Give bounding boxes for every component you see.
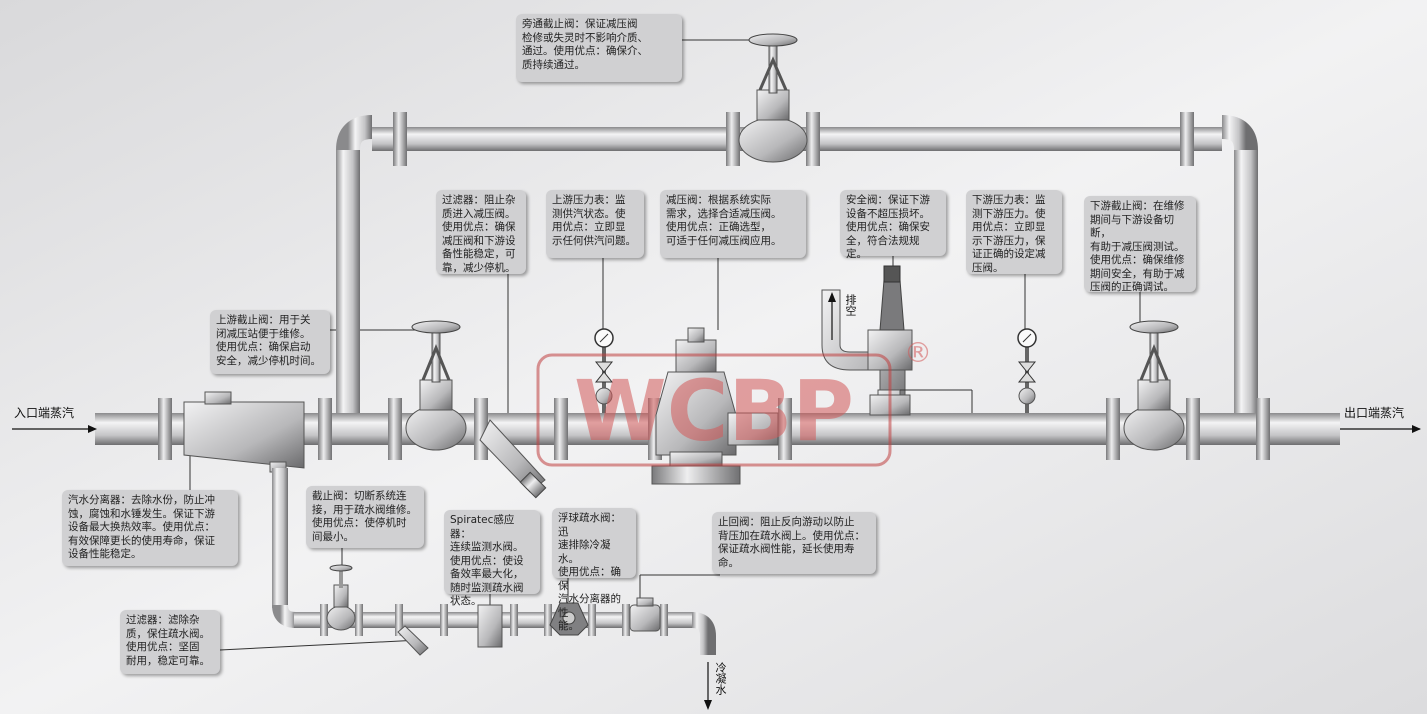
note-downstream-valve: 下游截止阀：在维修 期间与下游设备切断， 有助于减压阀测试。 使用优点：确保维修… (1084, 196, 1196, 293)
note-downstream-gauge: 下游压力表：监 测下游压力。使 用优点：立即显 示下游压力，保 证正确的设定减 … (966, 190, 1062, 274)
note-upstream-valve: 上游截止阀：用于关 闭减压站便于维修。 使用优点：确保启动 安全，减少停机时间。 (210, 310, 330, 374)
svg-text:WCBP: WCBP (574, 362, 854, 460)
note-float-trap: 浮球疏水阀：迅 速排除冷凝水。 使用优点：确保 汽水分离器的性 能。 (552, 508, 636, 632)
bypass-pipe (336, 112, 1258, 420)
upstream-globe-valve (405, 320, 467, 451)
y-strainer-main (479, 419, 547, 499)
upstream-pressure-gauge (594, 328, 614, 413)
drain-globe-valve (326, 564, 356, 631)
y-strainer-drain (397, 625, 429, 656)
note-strainer-drain: 过滤器：滤除杂 质，保住疏水阀。 使用优点：坚固 耐用，稳定可靠。 (120, 610, 220, 674)
note-prv: 减压阀：根据系统实际 需求，选择合适减压阀。 使用优点：正确选型， 可适于任何减… (660, 190, 806, 258)
note-drain-valve: 截止阀：切断系统连 接，用于疏水阀维修。 使用优点：使停机时 间最小。 (306, 486, 424, 548)
note-check-valve: 止回阀：阻止反向游动以防止 背压加在疏水阀上。使用优点： 保证疏水阀性能，延长使… (712, 512, 876, 574)
note-spiratec: Spiratec感应器： 连续监测水阀。 使用优点：使设 备效率最大化， 随时监… (444, 510, 540, 607)
float-trap (549, 602, 589, 636)
downstream-pressure-gauge (1017, 328, 1037, 413)
downstream-globe-valve (1123, 320, 1185, 451)
steam-separator (183, 391, 305, 473)
note-strainer-main: 过滤器：阻止杂 质进入减压阀。 使用优点：确保 减压阀和下游设 备性能稳定，可 … (436, 190, 526, 274)
note-bypass-valve: 旁通截止阀：保证减压阀 检修或失灵时不影响介质、 通过。使用优点：确保介、 质持… (516, 14, 682, 82)
wcbp-logo-watermark: WCBP ® (536, 336, 932, 467)
note-safety-valve: 安全阀：保证下游 设备不超压损坏。 使用优点：确保安 全，符合法规规定。 (840, 190, 946, 260)
outlet-steam-label: 出口端蒸汽 (1344, 406, 1405, 420)
bypass-globe-valve (726, 33, 820, 166)
inlet-steam-label: 入口端蒸汽 (14, 406, 75, 420)
note-upstream-gauge: 上游压力表：监 测供汽状态。使 用优点：立即显 示任何供汽问题。 (546, 190, 644, 258)
spiratec-sensor (477, 604, 503, 648)
check-valve (629, 597, 661, 632)
note-separator: 汽水分离器：去除水份，防止冲 蚀，腐蚀和水锤发生。保证下游 设备最大换热效率。使… (62, 490, 238, 566)
condensate-label: 冷凝水 (714, 662, 727, 695)
svg-text:®: ® (904, 336, 932, 369)
exhaust-label: 排空 (844, 294, 857, 316)
